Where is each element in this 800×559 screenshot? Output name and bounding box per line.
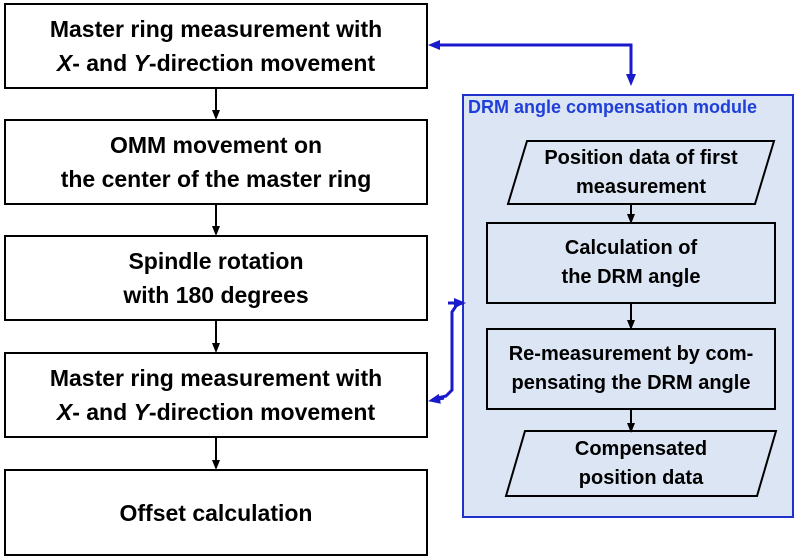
step-line: the DRM angle [561, 266, 701, 288]
step-line: with 180 degrees [123, 282, 309, 308]
step-master-ring-measurement-1: Master ring measurement with X- and Y-di… [4, 3, 428, 89]
module-title: DRM angle compensation module [468, 97, 758, 117]
step-line: pensating the DRM angle [511, 372, 751, 394]
step-line: the center of the master ring [60, 166, 372, 192]
step-omm-movement: OMM movement on the center of the master… [4, 119, 428, 205]
step-line: Re-measurement by com- [508, 343, 754, 365]
module-step-position-data: Position data of first measurement [508, 141, 774, 204]
step-line: X- and Y-direction movement [56, 399, 376, 425]
module-step-position-data-shape [506, 140, 776, 205]
step-offset-calculation: Offset calculation [4, 469, 428, 556]
step-line: Offset calculation [119, 499, 313, 526]
module-step-calculation: Calculation of the DRM angle [486, 222, 776, 304]
step-line: Master ring measurement with [49, 365, 383, 391]
step-line: Compensated [574, 437, 708, 460]
module-step-remeasurement: Re-measurement by com- pensating the DRM… [486, 328, 776, 410]
step-line: Position data of first [544, 146, 738, 169]
step-line: X- and Y-direction movement [56, 50, 376, 76]
module-step-compensated-data-shape [504, 430, 778, 497]
step-line: measurement [575, 175, 707, 198]
step-line: Master ring measurement with [49, 16, 383, 42]
module-return-arrow [428, 393, 445, 404]
module-side-connector [437, 301, 461, 400]
step-line: Calculation of [564, 237, 698, 259]
step-spindle-rotation: Spindle rotation with 180 degrees [4, 235, 428, 321]
module-step-compensated-data: Compensated position data [506, 431, 776, 496]
step-line: OMM movement on [109, 132, 323, 158]
step-master-ring-measurement-2: Master ring measurement with X- and Y-di… [4, 352, 428, 438]
step-line: Spindle rotation [128, 248, 304, 274]
module-input-connector [442, 43, 636, 86]
step-line: position data [578, 466, 704, 489]
